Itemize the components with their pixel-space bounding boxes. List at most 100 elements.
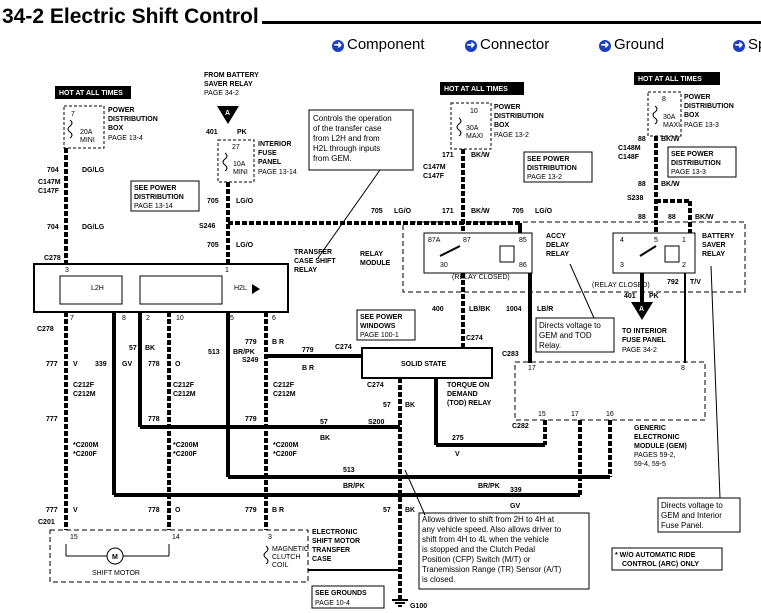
svg-text:C212M: C212M: [273, 391, 296, 398]
svg-text:S246: S246: [199, 223, 215, 230]
svg-text:BATTERY: BATTERY: [702, 233, 735, 240]
fuse-8-icon: [652, 105, 658, 125]
svg-text:MAXI: MAXI: [663, 122, 680, 129]
svg-text:C212F: C212F: [173, 382, 195, 389]
svg-text:LG/O: LG/O: [236, 242, 254, 249]
svg-text:SEE POWER: SEE POWER: [671, 151, 713, 158]
svg-text:C212M: C212M: [73, 391, 96, 398]
diode-icon: [252, 284, 260, 294]
svg-text:PAGE 13-2: PAGE 13-2: [527, 174, 562, 181]
svg-text:SHIFT MOTOR: SHIFT MOTOR: [92, 570, 140, 577]
svg-text:FUSE: FUSE: [258, 150, 277, 157]
svg-text:PAGE 13-14: PAGE 13-14: [258, 169, 297, 176]
svg-text:*C200F: *C200F: [173, 451, 197, 458]
svg-text:777: 777: [46, 507, 58, 514]
svg-text:779: 779: [245, 339, 257, 346]
svg-text:DISTRIBUTION: DISTRIBUTION: [494, 113, 544, 120]
svg-text:339: 339: [510, 487, 522, 494]
svg-text:5: 5: [230, 315, 234, 322]
solid-state-module: [361, 347, 493, 379]
svg-text:C147M: C147M: [38, 179, 61, 186]
svg-text:*C200M: *C200M: [273, 442, 298, 449]
svg-text:COIL: COIL: [272, 562, 288, 569]
svg-text:POWER: POWER: [494, 104, 520, 111]
title-rule: [262, 21, 761, 24]
svg-text:T/V: T/V: [690, 279, 701, 286]
svg-text:3: 3: [65, 267, 69, 274]
fuse-7-num: 7: [71, 111, 75, 118]
svg-text:BOX: BOX: [494, 122, 510, 129]
svg-text:C148M: C148M: [618, 145, 641, 152]
svg-text:S238: S238: [627, 195, 643, 202]
fuse-7-type: MINI: [80, 137, 95, 144]
svg-text:Position (CFP) Switch (M/T) or: Position (CFP) Switch (M/T) or: [422, 555, 531, 564]
svg-text:*C200M: *C200M: [73, 442, 98, 449]
svg-text:DISTRIBUTION: DISTRIBUTION: [671, 160, 721, 167]
svg-text:792: 792: [667, 279, 679, 286]
svg-text:MAGNETIC: MAGNETIC: [272, 546, 309, 553]
svg-text:BK: BK: [405, 402, 415, 409]
hot-box-3: [634, 72, 720, 85]
hot-label-3: HOT AT ALL TIMES: [638, 76, 702, 83]
svg-text:PAGE 34-2: PAGE 34-2: [622, 347, 657, 354]
svg-text:ACCY: ACCY: [546, 233, 566, 240]
svg-text:(RELAY CLOSED): (RELAY CLOSED): [592, 282, 650, 289]
svg-text:SOLID STATE: SOLID STATE: [401, 361, 447, 368]
svg-text:LG/O: LG/O: [236, 198, 254, 205]
interior-fuse-box: [217, 139, 255, 183]
svg-text:1: 1: [225, 267, 229, 274]
svg-text:PAGE 10-4: PAGE 10-4: [315, 600, 350, 607]
svg-text:779: 779: [245, 507, 257, 514]
clutch-coil-icon: [263, 545, 269, 565]
svg-text:88: 88: [638, 214, 646, 221]
hot-box-2: [440, 82, 524, 95]
svg-text:LG/O: LG/O: [394, 208, 412, 215]
nav-splice-link[interactable]: ➜Sp: [733, 36, 761, 53]
arrow-right-icon: ➜: [733, 40, 745, 52]
svg-text:SEE POWER: SEE POWER: [360, 314, 402, 321]
svg-text:PAGE 13-3: PAGE 13-3: [684, 122, 719, 129]
svg-text:778: 778: [148, 361, 160, 368]
svg-text:A: A: [639, 306, 644, 313]
svg-text:WINDOWS: WINDOWS: [360, 323, 396, 330]
svg-text:TRANSFER: TRANSFER: [312, 547, 350, 554]
directs-note-1: [535, 317, 615, 353]
svg-text:88: 88: [668, 214, 676, 221]
svg-text:RELAY: RELAY: [294, 267, 317, 274]
svg-text:C274: C274: [335, 344, 352, 351]
relay-module-box: [402, 221, 746, 293]
svg-text:MODULE (GEM): MODULE (GEM): [634, 443, 687, 450]
svg-text:57: 57: [383, 402, 391, 409]
svg-text:Directs voltage to: Directs voltage to: [539, 321, 601, 330]
pdb-box-2: [450, 102, 492, 150]
svg-text:C278: C278: [44, 255, 61, 262]
svg-text:V: V: [455, 451, 460, 458]
nav-connector-link[interactable]: ➜Connector: [465, 36, 550, 53]
svg-text:ELECTRONIC: ELECTRONIC: [634, 434, 680, 441]
svg-text:BK/W: BK/W: [471, 152, 490, 159]
shift-motor-module: [49, 529, 309, 583]
svg-text:GEM and TOD: GEM and TOD: [539, 331, 592, 340]
svg-text:of the transfer case: of the transfer case: [313, 124, 382, 133]
svg-text:(RELAY CLOSED): (RELAY CLOSED): [452, 274, 510, 281]
svg-text:CASE: CASE: [312, 556, 332, 563]
nav-component-link[interactable]: ➜Component: [332, 36, 425, 53]
svg-text:DEMAND: DEMAND: [447, 391, 478, 398]
svg-text:1: 1: [682, 237, 686, 244]
svg-text:GV: GV: [510, 503, 520, 510]
svg-text:PAGE 13-2: PAGE 13-2: [494, 132, 529, 139]
see-power-dist-3: [667, 146, 737, 178]
svg-text:from L2H and from: from L2H and from: [313, 134, 380, 143]
svg-text:C282: C282: [512, 423, 529, 430]
svg-text:M: M: [112, 554, 118, 561]
fuse-7-icon: [67, 119, 73, 139]
svg-text:PAGE 34-2: PAGE 34-2: [204, 90, 239, 97]
svg-text:PAGES 59-2,: PAGES 59-2,: [634, 452, 676, 459]
svg-text:BOX: BOX: [108, 125, 124, 132]
svg-text:4: 4: [620, 237, 624, 244]
svg-text:*C200F: *C200F: [73, 451, 97, 458]
nav-ground-link[interactable]: ➜Ground: [599, 36, 665, 53]
svg-text:C212F: C212F: [273, 382, 295, 389]
svg-text:704: 704: [47, 224, 59, 231]
svg-text:TO INTERIOR: TO INTERIOR: [622, 328, 667, 335]
